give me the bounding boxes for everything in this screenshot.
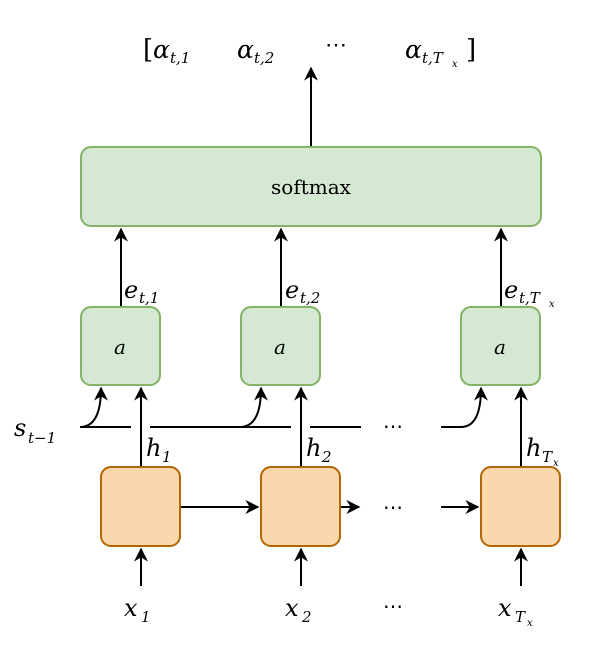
svg-text:T: T (515, 608, 526, 626)
state-to-aT-arrow (460, 386, 488, 428)
input-label-1: x 1 (124, 594, 151, 626)
svg-text:t,2: t,2 (300, 289, 320, 307)
svg-text:x: x (498, 594, 512, 622)
svg-text:x: x (527, 618, 533, 629)
alpha-2: α (237, 35, 254, 64)
attention-box-2: a (240, 306, 321, 386)
alpha-ellipsis: ⋯ (325, 33, 347, 58)
svg-text:h: h (526, 434, 541, 462)
encoder-cell-1 (100, 466, 181, 547)
attention-box-1: a (80, 306, 161, 386)
alpha-1: α (153, 35, 170, 64)
state-to-a1-arrow (79, 386, 108, 428)
hidden-label-T: h T x (526, 434, 559, 469)
svg-text:a: a (274, 335, 286, 359)
decoder-state-label: s t−1 (14, 414, 56, 447)
alpha-2-subscript: t,2 (254, 49, 274, 67)
input-label-2: x 2 (285, 594, 312, 626)
softmax-box: softmax (80, 146, 542, 227)
bracket-open: [ (143, 35, 153, 65)
svg-text:2: 2 (321, 448, 332, 466)
svg-text:x: x (553, 458, 559, 469)
svg-text:T: T (542, 448, 553, 466)
energy-label-1: e t,1 (124, 276, 159, 307)
alpha-T: α (405, 35, 422, 64)
svg-text:h: h (146, 434, 161, 462)
svg-text:t,T: t,T (519, 289, 541, 307)
recurrent-ellipsis: ⋯ (383, 495, 403, 519)
state-to-a2-arrow (239, 386, 268, 428)
softmax-label: softmax (271, 175, 352, 199)
svg-text:1: 1 (141, 608, 151, 626)
state-ellipsis: ⋯ (383, 414, 403, 438)
svg-text:h: h (306, 434, 321, 462)
svg-text:e: e (285, 276, 299, 304)
svg-text:e: e (504, 276, 518, 304)
alpha-T-subscript: t,T (422, 49, 444, 67)
svg-text:1: 1 (162, 448, 172, 466)
alpha-1-subscript: t,1 (170, 49, 190, 67)
svg-text:x: x (124, 594, 138, 622)
input-label-T: x T x (498, 594, 533, 629)
svg-text:a: a (494, 335, 506, 359)
svg-text:a: a (114, 335, 126, 359)
svg-text:s: s (14, 414, 26, 442)
svg-text:e: e (124, 276, 138, 304)
svg-text:x: x (285, 594, 299, 622)
energy-label-2: e t,2 (285, 276, 320, 307)
attention-box-T: a (460, 306, 541, 386)
svg-text:2: 2 (301, 608, 312, 626)
attention-weights-vector: [ α t,1 α t,2 ⋯ α t,T x ] (143, 33, 476, 70)
alpha-T-subsubscript: x (452, 59, 458, 70)
svg-text:t,1: t,1 (139, 289, 159, 307)
svg-text:t−1: t−1 (28, 429, 56, 447)
bracket-close: ] (466, 35, 476, 65)
hidden-label-2: h 2 (306, 434, 332, 466)
encoder-cell-2 (260, 466, 341, 547)
hidden-label-1: h 1 (146, 434, 172, 466)
energy-label-T: e t,T x (504, 276, 555, 310)
encoder-cell-T (480, 466, 561, 547)
input-ellipsis: ⋯ (383, 594, 403, 618)
svg-text:x: x (549, 299, 555, 310)
